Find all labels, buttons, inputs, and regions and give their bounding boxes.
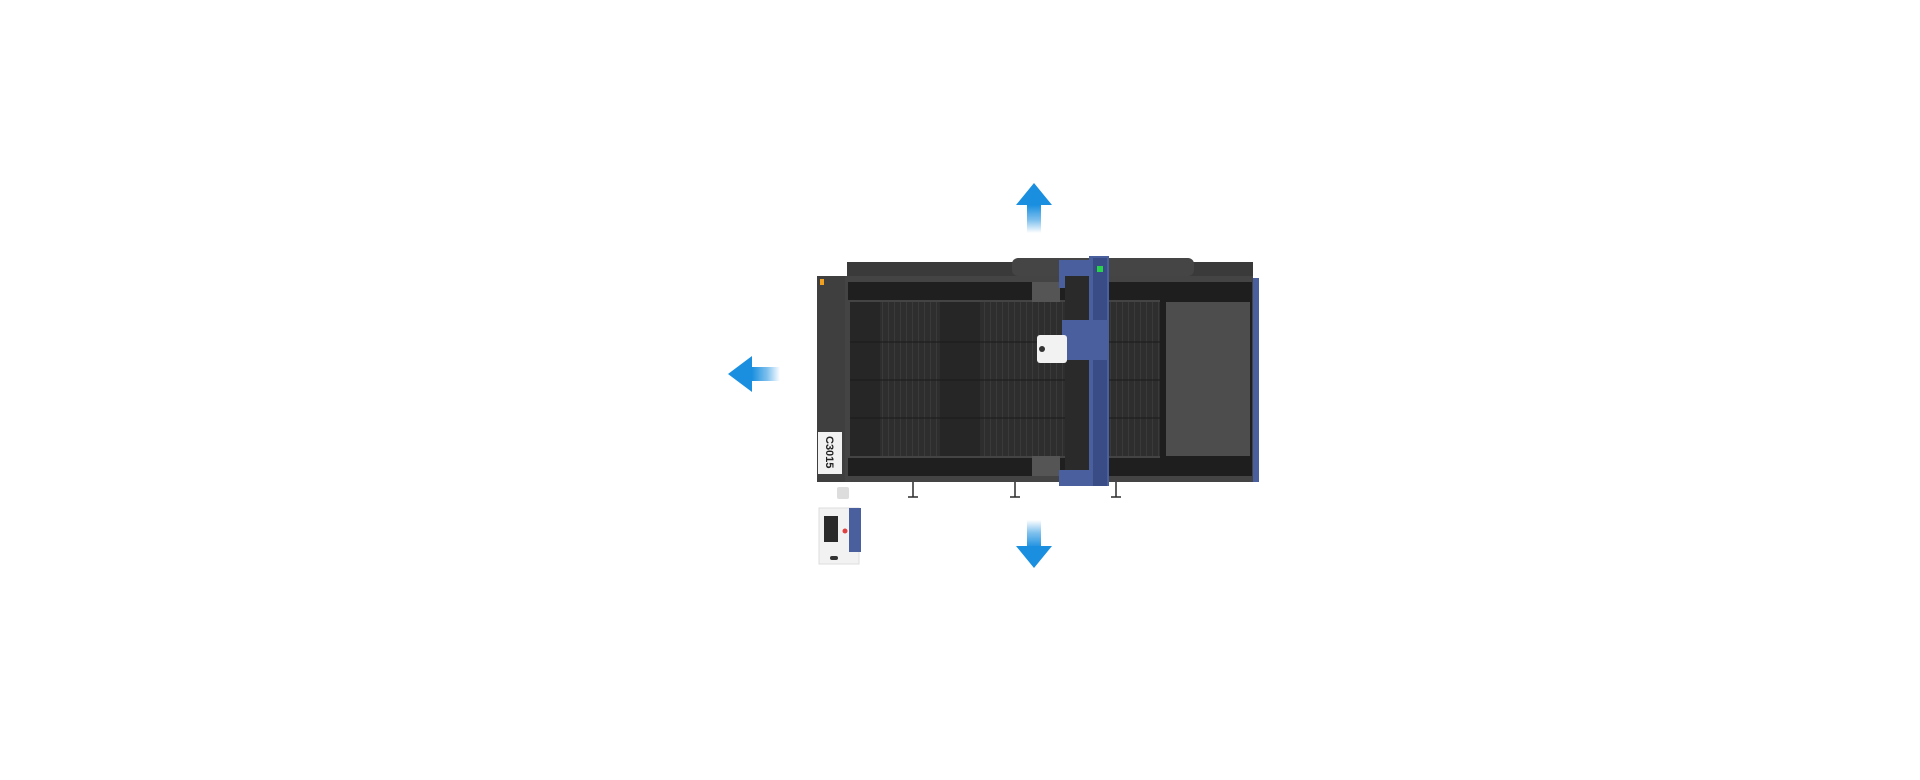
model-plate: C3015 [818, 432, 842, 474]
cutting-bed [850, 302, 1160, 456]
machine-frame [817, 258, 1259, 498]
warning-light-icon [820, 279, 824, 285]
emergency-stop-icon [842, 528, 848, 534]
support-feet [908, 482, 1121, 498]
model-label: C3015 [823, 436, 835, 468]
control-screen [824, 516, 838, 542]
arrow-up-icon [1016, 183, 1052, 233]
exchange-table [1166, 302, 1250, 456]
arrow-down-icon [1016, 520, 1052, 568]
operator-console [818, 487, 861, 565]
gantry [1037, 256, 1109, 486]
arrow-left-icon [728, 356, 780, 392]
status-light-icon [1097, 266, 1103, 272]
cutting-head [1062, 320, 1108, 360]
